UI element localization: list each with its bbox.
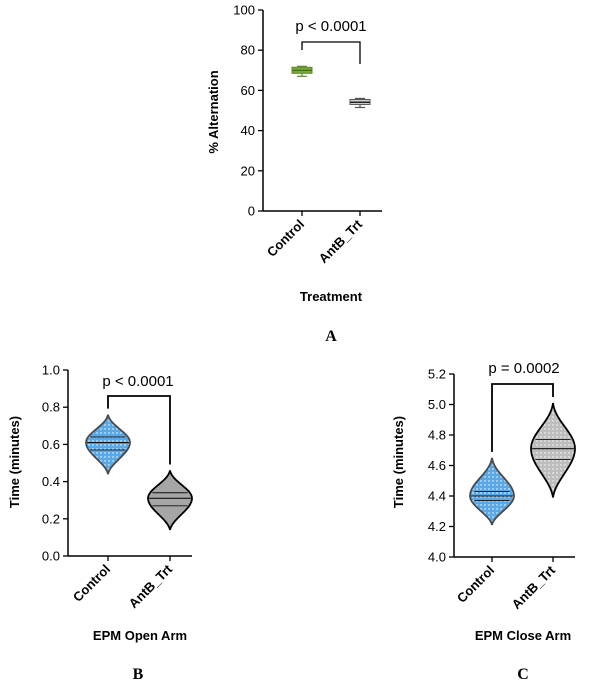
panel-c-p-value: p = 0.0002: [488, 360, 559, 377]
panel-a: % Alternation Treatment p < 0.0001 A 0 20…: [206, 3, 382, 345]
x-tick-label: AntB_Trt: [316, 216, 366, 266]
y-tick-label: 4.2: [428, 519, 446, 534]
y-tick-label: 0.8: [42, 400, 60, 415]
y-tick-label: 4.8: [428, 428, 446, 443]
panel-c-letter: C: [517, 666, 529, 683]
y-tick-label: 0.0: [42, 549, 60, 564]
panel-a-y-label: % Alternation: [206, 70, 221, 153]
x-tick-label: Control: [454, 563, 497, 606]
violin-body: [530, 402, 576, 498]
y-tick-label: 5.2: [428, 367, 446, 382]
panel-b-letter: B: [133, 666, 144, 683]
x-tick-label: Control: [264, 217, 307, 260]
y-tick-label: 1.0: [42, 363, 60, 378]
panel-c: Time (minutes) EPM Close Arm p = 0.0002 …: [391, 360, 576, 683]
y-tick-label: 60: [241, 83, 255, 98]
x-tick-label: Control: [70, 562, 113, 605]
y-tick-label: 0: [248, 204, 255, 219]
significance-bracket: [107, 395, 171, 465]
panel-a-p-value: p < 0.0001: [295, 18, 366, 35]
panel-a-x-label: Treatment: [300, 289, 363, 304]
y-tick-label: 40: [241, 123, 255, 138]
y-tick-label: 4.0: [428, 550, 446, 565]
y-tick-label: 4.4: [428, 489, 446, 504]
panel-b: Time (minutes) EPM Open Arm p < 0.0001 B…: [7, 363, 193, 683]
panel-b-p-value: p < 0.0001: [102, 373, 173, 390]
x-tick-label: AntB_Trt: [509, 562, 559, 612]
significance-bracket: [491, 383, 554, 452]
y-tick-label: 100: [233, 3, 255, 18]
violin-body: [85, 414, 131, 475]
y-tick-label: 0.6: [42, 437, 60, 452]
y-tick-label: 0.2: [42, 511, 60, 526]
y-tick-label: 20: [241, 163, 255, 178]
panel-c-x-label: EPM Close Arm: [475, 628, 571, 643]
y-tick-label: 5.0: [428, 397, 446, 412]
x-tick-label: AntB_Trt: [126, 561, 176, 611]
significance-bracket: [301, 41, 361, 64]
y-tick-label: 0.4: [42, 474, 60, 489]
panel-b-x-label: EPM Open Arm: [93, 628, 187, 643]
panel-a-letter: A: [325, 328, 337, 345]
violin-body: [147, 470, 193, 531]
panel-c-y-label: Time (minutes): [391, 416, 406, 508]
y-tick-label: 80: [241, 43, 255, 58]
panel-b-y-label: Time (minutes): [7, 416, 22, 508]
y-tick-label: 4.6: [428, 458, 446, 473]
